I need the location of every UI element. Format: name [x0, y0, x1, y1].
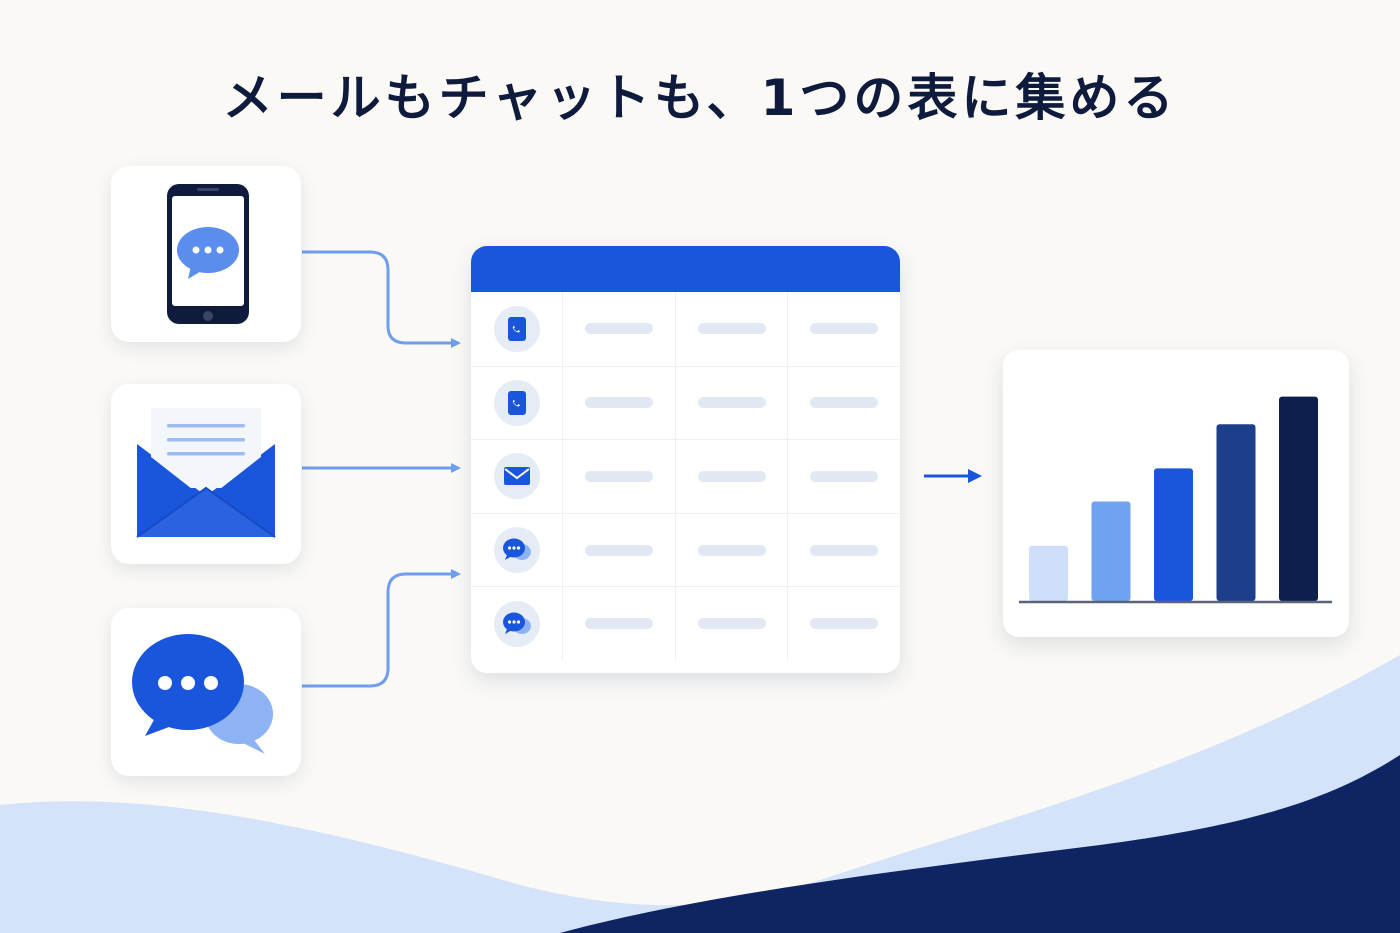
- placeholder-text-bar: [697, 470, 766, 482]
- table-cell: [563, 513, 676, 587]
- table-cell: [788, 514, 900, 587]
- placeholder-text-bar: [810, 618, 879, 630]
- placeholder-text-bar: [697, 397, 766, 409]
- phone-icon: [493, 305, 540, 352]
- chat-bubbles-icon: [132, 634, 273, 754]
- table-cell-icon: [471, 440, 563, 513]
- chat-icon: [493, 527, 540, 574]
- table-cell-icon: [471, 292, 563, 366]
- chart-bar-5: [1279, 396, 1318, 601]
- table-row: [471, 586, 900, 660]
- connector-chat: [302, 569, 461, 688]
- source-card-email: [111, 384, 301, 564]
- table-cell: [676, 292, 789, 366]
- placeholder-text-bar: [697, 323, 766, 335]
- table-row: [471, 439, 900, 513]
- table-cell: [676, 513, 789, 587]
- placeholder-text-bar: [810, 544, 879, 556]
- placeholder-text-bar: [810, 397, 879, 409]
- table-cell: [563, 366, 676, 440]
- table-row: [471, 512, 900, 587]
- table-cell: [788, 367, 900, 440]
- page-title: メールもチャットも、1つの表に集める: [222, 69, 1178, 127]
- envelope-letter-icon: [136, 408, 276, 538]
- placeholder-text-bar: [584, 470, 653, 482]
- smartphone-chat-icon: [167, 184, 249, 324]
- table-row: [471, 292, 900, 366]
- table-cell: [676, 440, 789, 513]
- unified-table: [471, 246, 900, 673]
- placeholder-text-bar: [810, 470, 879, 482]
- source-card-phone: [111, 166, 301, 342]
- chart-bar-3: [1154, 468, 1193, 601]
- chat-icon: [493, 600, 540, 647]
- table-cell-icon: [471, 587, 563, 660]
- table-cell-icon: [471, 366, 563, 440]
- table-cell: [563, 292, 676, 366]
- source-card-chat: [111, 608, 301, 776]
- placeholder-text-bar: [810, 323, 879, 335]
- table-cell: [788, 587, 900, 660]
- placeholder-text-bar: [697, 544, 766, 556]
- table-cell-icon: [471, 513, 563, 587]
- table-cell: [788, 440, 900, 513]
- mail-icon: [493, 453, 540, 500]
- chart-card: [1003, 350, 1349, 637]
- placeholder-text-bar: [584, 544, 653, 556]
- connector-phone: [302, 250, 461, 348]
- placeholder-text-bar: [584, 397, 653, 409]
- placeholder-text-bar: [697, 618, 766, 630]
- placeholder-text-bar: [584, 323, 653, 335]
- phone-icon: [493, 379, 540, 426]
- table-cell: [563, 587, 676, 660]
- chart-bar-2: [1091, 501, 1131, 601]
- placeholder-text-bar: [584, 618, 653, 630]
- table-row: [471, 365, 900, 440]
- table-cell: [563, 440, 676, 513]
- table-cell: [676, 366, 789, 440]
- bar-chart: [1019, 396, 1332, 604]
- chart-bar-1: [1029, 545, 1068, 601]
- table-cell: [676, 587, 789, 660]
- table-header: [471, 246, 900, 292]
- table-cell: [788, 292, 900, 366]
- chart-bar-4: [1216, 424, 1256, 601]
- table-body: [471, 292, 900, 660]
- wave-dark: [560, 755, 1400, 933]
